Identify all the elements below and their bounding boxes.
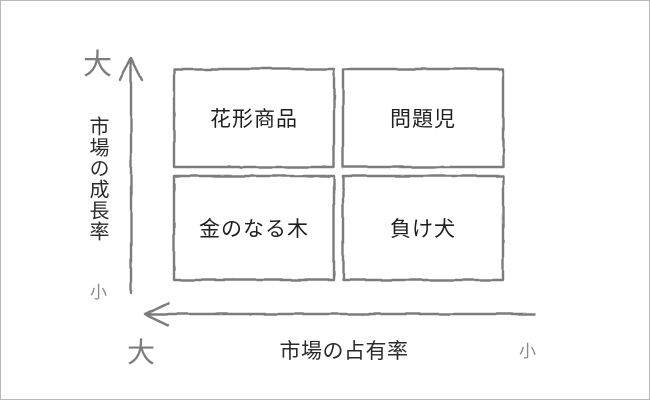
quadrant-box-top-left	[172, 67, 336, 169]
x-axis-min-label: 小	[519, 342, 536, 362]
quadrant-label-stars: 花形商品	[210, 107, 298, 131]
x-axis-max-label: 大	[127, 336, 156, 369]
y-axis-title: 市場の成長率	[86, 116, 110, 242]
quadrant-label-cash-cows: 金のなる木	[199, 217, 309, 241]
quadrant-label-dogs: 負け犬	[390, 217, 456, 241]
y-axis-arrow	[118, 56, 144, 295]
y-axis-min-label: 小	[90, 283, 107, 303]
quadrant-box-bottom-left	[172, 174, 336, 282]
quadrant-box-bottom-right	[341, 174, 505, 282]
x-axis-title: 市場の占有率	[279, 339, 409, 363]
x-axis-arrow	[143, 301, 537, 327]
quadrant-label-question-marks: 問題児	[390, 107, 456, 131]
y-axis-max-label: 大	[83, 47, 113, 81]
quadrant-box-top-right	[341, 67, 505, 169]
